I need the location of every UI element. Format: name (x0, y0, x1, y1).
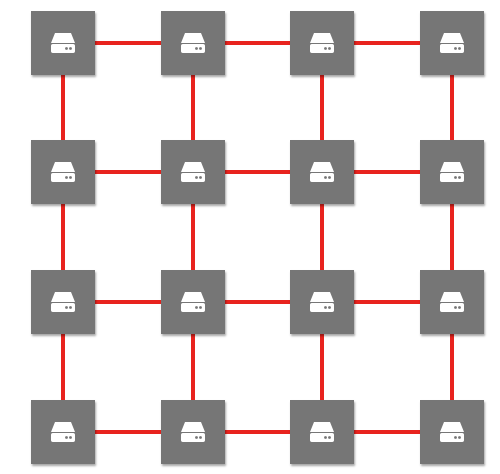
server-drive-icon (161, 270, 225, 334)
server-drive-icon (161, 400, 225, 464)
server-drive-icon (31, 140, 95, 204)
server-drive-icon (420, 140, 484, 204)
server-drive-icon (420, 270, 484, 334)
server-node-r3-c3 (290, 270, 354, 334)
server-node-r2-c1 (31, 140, 95, 204)
server-node-r3-c4 (420, 270, 484, 334)
server-drive-icon (420, 11, 484, 75)
server-node-r1-c3 (290, 11, 354, 75)
server-drive-icon (161, 11, 225, 75)
server-node-r2-c4 (420, 140, 484, 204)
server-drive-icon (290, 140, 354, 204)
server-drive-icon (161, 140, 225, 204)
server-drive-icon (290, 400, 354, 464)
server-node-r1-c2 (161, 11, 225, 75)
server-drive-icon (290, 270, 354, 334)
server-node-r3-c1 (31, 270, 95, 334)
server-drive-icon (31, 270, 95, 334)
server-node-r4-c4 (420, 400, 484, 464)
server-drive-icon (420, 400, 484, 464)
server-drive-icon (290, 11, 354, 75)
server-drive-icon (31, 11, 95, 75)
server-node-r4-c3 (290, 400, 354, 464)
server-node-r3-c2 (161, 270, 225, 334)
server-node-r1-c4 (420, 11, 484, 75)
server-node-r4-c1 (31, 400, 95, 464)
server-node-r2-c2 (161, 140, 225, 204)
server-drive-icon (31, 400, 95, 464)
server-node-r4-c2 (161, 400, 225, 464)
server-node-r2-c3 (290, 140, 354, 204)
server-node-r1-c1 (31, 11, 95, 75)
